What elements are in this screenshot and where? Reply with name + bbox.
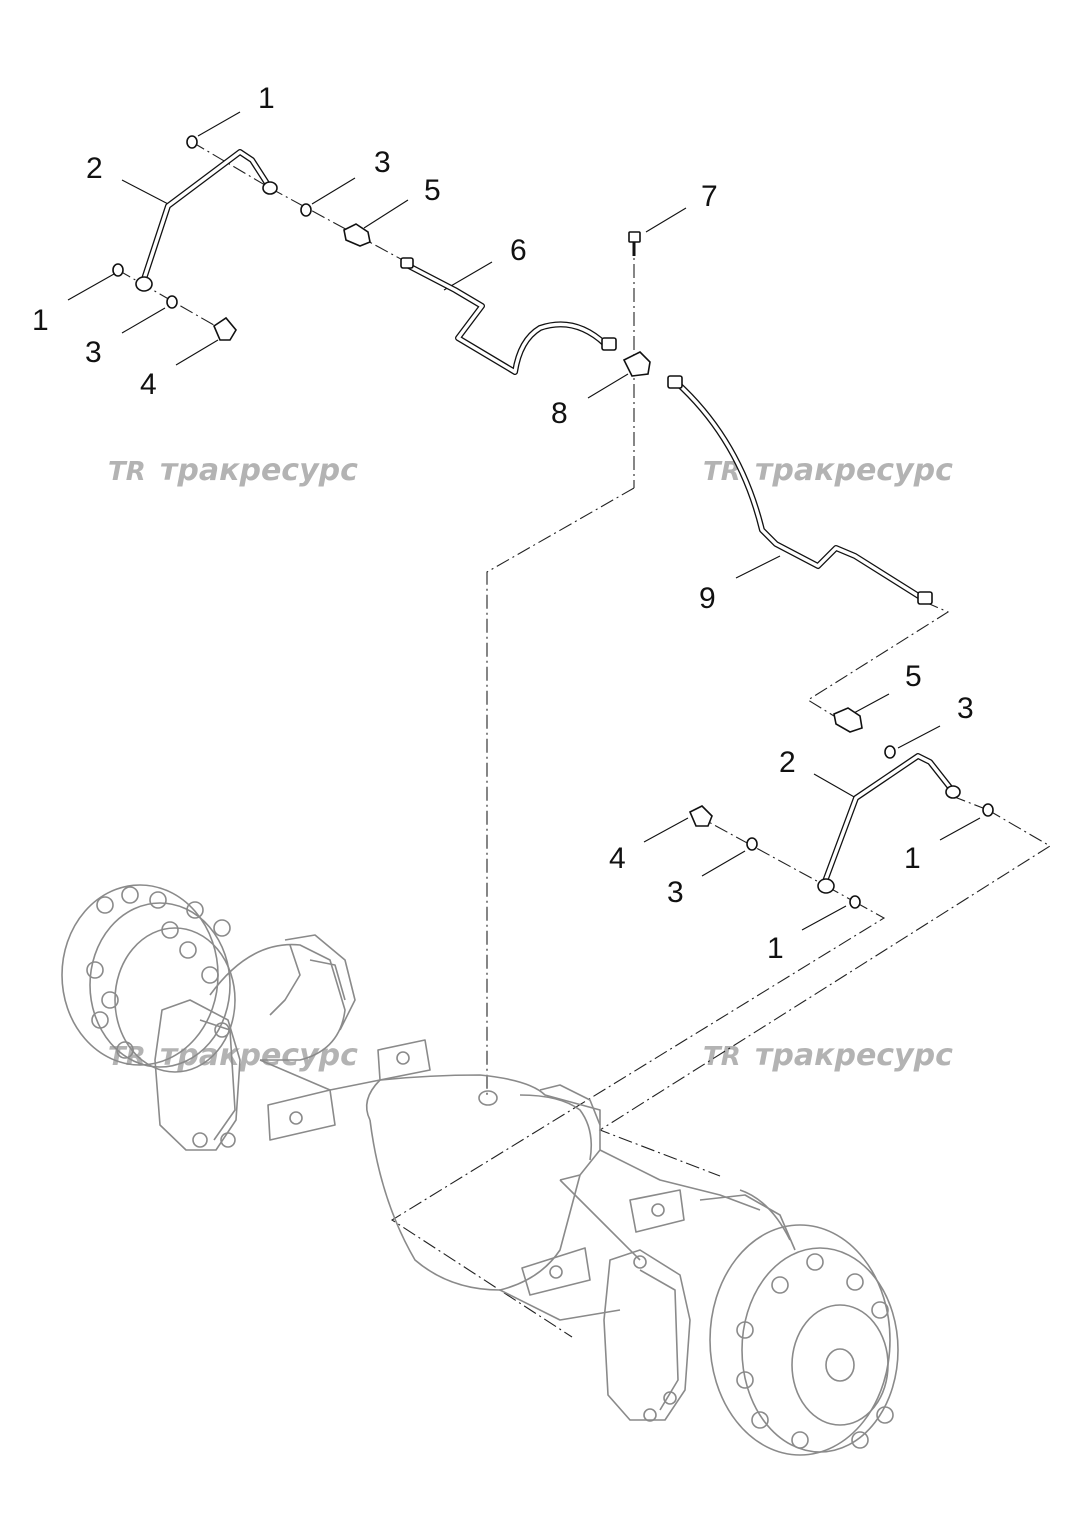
left-brake-caliper	[154, 999, 241, 1151]
callout-label: 3	[85, 336, 102, 369]
pipe-nut	[667, 375, 683, 389]
callout-label: 9	[699, 582, 716, 615]
assembly-line	[269, 187, 411, 265]
watermark-logo: TR	[108, 457, 146, 487]
callout-label: 8	[551, 397, 568, 430]
adapter-fitting-5	[343, 223, 371, 247]
bolt-7-head	[628, 231, 641, 243]
leader-line	[645, 207, 687, 233]
watermark-text: тракресурс	[160, 453, 358, 488]
washer-1	[849, 895, 861, 909]
callout-label: 1	[904, 842, 921, 875]
assembly-line	[598, 809, 1052, 1177]
washer-3	[166, 295, 178, 309]
washer-3	[746, 837, 758, 851]
leader-line	[175, 339, 219, 366]
watermark-logo: TR	[703, 1042, 741, 1072]
pipe-2-left	[140, 149, 273, 285]
left-wheel-hub	[61, 884, 236, 1073]
callout-label: 7	[701, 180, 718, 213]
callout-label: 3	[667, 876, 684, 909]
banjo-eye	[262, 181, 278, 195]
washer-3	[300, 203, 312, 217]
banjo-eye	[817, 878, 835, 894]
watermark-top-left: TR тракресурс	[108, 453, 358, 488]
banjo-eye	[135, 276, 153, 292]
leader-line	[735, 555, 781, 579]
leader-line	[121, 307, 166, 334]
axle-housing-left	[209, 934, 431, 1141]
watermark-top-right: TR тракресурс	[703, 453, 953, 488]
pipe-nut	[601, 337, 617, 351]
watermark-text: тракресурс	[160, 1038, 358, 1073]
callout-label: 4	[140, 368, 157, 401]
callout-label: 1	[258, 82, 275, 115]
washer-1	[982, 803, 994, 817]
washer-1	[186, 135, 198, 149]
callout-label: 1	[32, 304, 49, 337]
leader-line	[939, 817, 981, 841]
parts	[112, 135, 994, 909]
right-brake-caliper	[603, 1249, 691, 1422]
pipes	[140, 149, 955, 887]
assembly-line	[951, 795, 989, 811]
axle-housing-right	[559, 1149, 796, 1261]
leader-line	[67, 273, 115, 301]
axle-assembly	[61, 884, 899, 1456]
callout-label: 2	[86, 152, 103, 185]
pipe-2-right-inner	[822, 754, 954, 886]
leader-line	[801, 905, 847, 931]
pipe-9-inner	[674, 380, 927, 602]
callout-label: 1	[767, 932, 784, 965]
banjo-bolt-4	[213, 316, 237, 341]
watermark-bottom-right: TR тракресурс	[703, 1038, 953, 1073]
adapter-fitting-5	[833, 707, 863, 733]
callout-label: 6	[510, 234, 527, 267]
assembly-line	[117, 269, 227, 333]
assembly-line	[486, 487, 635, 1095]
callout-label: 3	[957, 692, 974, 725]
callout-label: 5	[424, 174, 441, 207]
right-wheel-hub	[709, 1224, 899, 1456]
callout-label: 2	[779, 746, 796, 779]
leader-line	[197, 111, 241, 137]
watermark-text: тракресурс	[755, 453, 953, 488]
watermark-bottom-left: TR тракресурс	[108, 1038, 358, 1073]
leader-line	[813, 773, 857, 799]
assembly-line	[806, 601, 950, 717]
leader-line	[851, 693, 890, 715]
leader-line	[587, 373, 629, 399]
leader-line	[701, 850, 746, 877]
leader-lines	[67, 111, 981, 931]
leader-line	[643, 817, 689, 843]
washer-3	[884, 745, 896, 759]
banjo-bolt-4	[688, 805, 713, 827]
pipe-nut	[400, 257, 414, 269]
pipe-9	[673, 379, 928, 603]
leader-line	[897, 725, 941, 749]
assembly-lines	[117, 141, 1052, 1338]
assembly-line	[390, 901, 886, 1338]
callout-label: 3	[374, 146, 391, 179]
pipe-6-inner	[403, 262, 607, 374]
washer-1	[112, 263, 124, 277]
tee-connector-8	[622, 351, 651, 377]
callout-label: 4	[609, 842, 626, 875]
watermark-text: тракресурс	[755, 1038, 953, 1073]
assembly-line	[693, 813, 827, 887]
callout-labels: 1 2 3 5 6 7 1 3 4 8 9 5 3 2 4 1 3 1	[32, 82, 974, 965]
leader-line	[311, 177, 356, 205]
pipe-nut	[917, 591, 933, 605]
banjo-eye	[945, 785, 961, 799]
leader-line	[121, 179, 173, 207]
assembly-line	[191, 141, 271, 189]
leader-line	[363, 199, 409, 229]
pipe-2-left-inner	[141, 150, 272, 284]
differential-housing	[259, 1059, 685, 1321]
callout-label: 5	[905, 660, 922, 693]
